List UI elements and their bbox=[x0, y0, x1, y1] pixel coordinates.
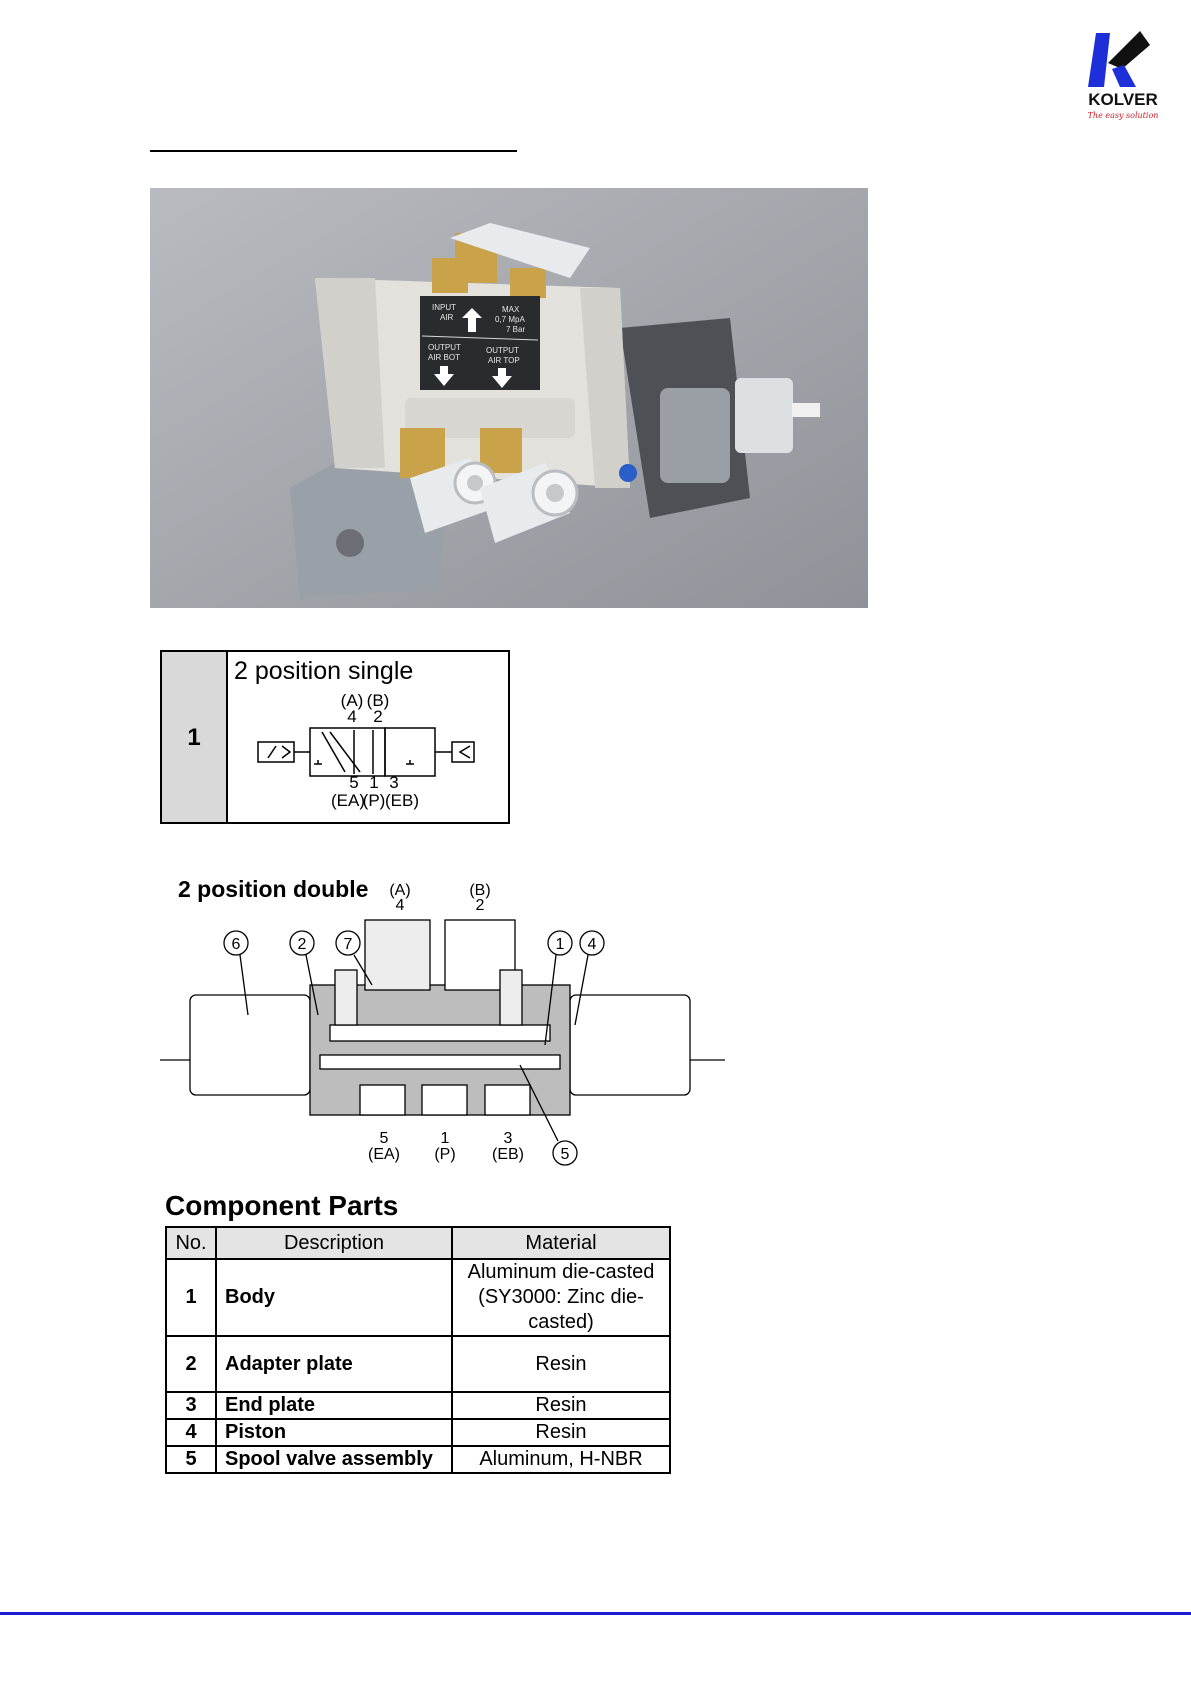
indicator-light bbox=[619, 464, 637, 482]
label-output-top: OUTPUT bbox=[486, 346, 519, 355]
label-output-bot: OUTPUT bbox=[428, 343, 461, 352]
double-port-2: 2 bbox=[476, 897, 485, 914]
double-port-eb: (EB) bbox=[492, 1146, 524, 1163]
double-position-diagram: 2 position double (A) 4 (B) 2 5 1 3 (EA)… bbox=[160, 876, 725, 1166]
double-port-4: 4 bbox=[396, 897, 405, 914]
spring-return-symbol bbox=[451, 741, 475, 763]
double-port-b: (B) bbox=[469, 882, 490, 899]
right-solenoid bbox=[569, 994, 691, 1096]
header-no: No. bbox=[165, 1226, 217, 1260]
row-no: 4 bbox=[165, 1418, 217, 1447]
table-row: 3 End plate Resin bbox=[165, 1391, 671, 1420]
callout-2 bbox=[289, 930, 315, 956]
double-port-3: 3 bbox=[504, 1130, 513, 1147]
callout-6-label: 6 bbox=[232, 936, 241, 953]
logo-k-arm-icon bbox=[1108, 31, 1150, 69]
row-material-line2: (SY3000: Zinc die-casted) bbox=[478, 1286, 644, 1333]
port-a-label: (A) bbox=[341, 691, 364, 710]
logo-brand-text: KOLVER bbox=[1088, 90, 1158, 109]
label-mpa: 0,7 MpA bbox=[495, 315, 525, 324]
callout-1 bbox=[547, 930, 573, 956]
double-port-5: 5 bbox=[380, 1130, 389, 1147]
valve-photo: INPUT AIR MAX 0,7 MpA 7 Bar OUTPUT AIR B… bbox=[150, 188, 868, 608]
table-row: 2 Adapter plate Resin bbox=[165, 1335, 671, 1393]
callout-5 bbox=[552, 1140, 578, 1166]
spool bbox=[319, 1054, 561, 1070]
logo-tagline-text: The easy solution bbox=[1088, 111, 1159, 120]
connector-block bbox=[735, 378, 793, 453]
parts-title: Component Parts bbox=[165, 1190, 399, 1221]
row-no: 1 bbox=[165, 1258, 217, 1337]
row-no: 5 bbox=[165, 1445, 217, 1474]
single-number: 1 bbox=[187, 724, 200, 751]
arrow-up-icon bbox=[462, 308, 482, 332]
row-description: End plate bbox=[215, 1391, 453, 1420]
label-air-bot: AIR BOT bbox=[428, 353, 460, 362]
top-port-a bbox=[364, 919, 431, 991]
port-b-label: (B) bbox=[367, 691, 390, 710]
port-3-label: 3 bbox=[389, 773, 398, 792]
logo-k-leg-icon bbox=[1112, 65, 1136, 87]
row-material: Aluminum die-casted (SY3000: Zinc die-ca… bbox=[451, 1258, 671, 1337]
port-p-label: (P) bbox=[363, 791, 386, 810]
port-5-label: 5 bbox=[349, 773, 358, 792]
arrow-down-icon bbox=[434, 366, 454, 386]
row-material: Resin bbox=[451, 1335, 671, 1393]
arrow-down-icon bbox=[492, 368, 512, 388]
table-row: 5 Spool valve assembly Aluminum, H-NBR bbox=[165, 1445, 671, 1474]
logo-k-mark-icon bbox=[1088, 33, 1110, 87]
callout-7 bbox=[335, 930, 361, 956]
double-port-ea: (EA) bbox=[368, 1146, 400, 1163]
callout-5-label: 5 bbox=[561, 1146, 570, 1163]
callout-1-label: 1 bbox=[556, 936, 565, 953]
parts-table: No. Description Material 1 Body Aluminum… bbox=[165, 1226, 671, 1474]
row-material: Aluminum, H-NBR bbox=[451, 1445, 671, 1474]
callout-6 bbox=[223, 930, 249, 956]
row-material-line1: Aluminum die-casted bbox=[467, 1261, 655, 1283]
double-port-1: 1 bbox=[441, 1130, 450, 1147]
callout-4-label: 4 bbox=[588, 936, 597, 953]
number-cell bbox=[160, 650, 228, 824]
port-ea-label: (EA) bbox=[331, 791, 365, 810]
callout-7-label: 7 bbox=[344, 936, 353, 953]
table-row: 4 Piston Resin bbox=[165, 1418, 671, 1447]
port-eb-label: (EB) bbox=[385, 791, 419, 810]
label-input: INPUT bbox=[432, 303, 456, 312]
label-air-top: AIR TOP bbox=[488, 356, 520, 365]
port-1-label: 1 bbox=[369, 773, 378, 792]
footer-rule bbox=[0, 1612, 1191, 1615]
table-row: 1 Body Aluminum die-casted (SY3000: Zinc… bbox=[165, 1258, 671, 1337]
kolver-logo: KOLVER The easy solution bbox=[1088, 31, 1159, 120]
elbow-fitting bbox=[450, 223, 590, 278]
heading-underline bbox=[150, 150, 517, 152]
callout-2-label: 2 bbox=[298, 936, 307, 953]
double-title: 2 position double bbox=[178, 876, 368, 902]
header-description: Description bbox=[215, 1226, 453, 1260]
port-4-label: 4 bbox=[347, 707, 356, 726]
double-port-a: (A) bbox=[389, 882, 410, 899]
row-description: Piston bbox=[215, 1418, 453, 1447]
row-material: Resin bbox=[451, 1418, 671, 1447]
single-position-diagram: 1 2 position single (A) (B) 4 2 5 1 3 (E… bbox=[160, 650, 510, 824]
row-no: 2 bbox=[165, 1335, 217, 1393]
row-material: Resin bbox=[451, 1391, 671, 1420]
port-2-label: 2 bbox=[373, 707, 382, 726]
callout-4 bbox=[579, 930, 605, 956]
single-title: 2 position single bbox=[234, 657, 413, 685]
double-port-p: (P) bbox=[434, 1146, 455, 1163]
left-solenoid bbox=[189, 994, 311, 1096]
row-description: Adapter plate bbox=[215, 1335, 453, 1393]
top-fitting-right bbox=[510, 268, 546, 298]
label-max: MAX bbox=[502, 305, 520, 314]
label-bar: 7 Bar bbox=[506, 325, 525, 334]
row-description: Body bbox=[215, 1258, 453, 1337]
table-header-row: No. Description Material bbox=[165, 1226, 671, 1260]
row-no: 3 bbox=[165, 1391, 217, 1420]
solenoid-cover bbox=[660, 388, 730, 483]
row-description: Spool valve assembly bbox=[215, 1445, 453, 1474]
label-air: AIR bbox=[440, 313, 454, 322]
header-material: Material bbox=[451, 1226, 671, 1260]
